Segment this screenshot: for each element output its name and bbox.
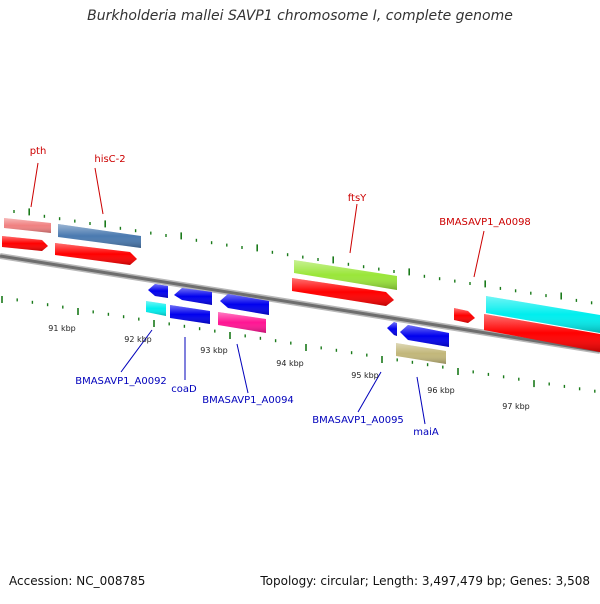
feature-a0095-cds[interactable] bbox=[387, 322, 397, 336]
ruler-label-95kbp: 95 kbp bbox=[351, 371, 379, 380]
gene-label-a0098[interactable]: BMASAVP1_A0098 bbox=[439, 217, 531, 228]
gene-label-hisC2[interactable]: hisC-2 bbox=[94, 154, 125, 165]
feature-a0098-gene[interactable] bbox=[486, 296, 600, 333]
feature-pth-cds[interactable] bbox=[2, 236, 48, 251]
gene-label-a0092[interactable]: BMASAVP1_A0092 bbox=[75, 376, 167, 387]
gene-label-pth[interactable]: pth bbox=[30, 146, 47, 157]
feature-maiA-cds[interactable] bbox=[400, 325, 449, 347]
feature-ftsY-gene[interactable] bbox=[294, 260, 397, 290]
feature-small-forward-cds[interactable] bbox=[454, 308, 475, 323]
feature-a0098-cds[interactable] bbox=[484, 314, 600, 352]
feature-coaD-cds[interactable] bbox=[174, 288, 212, 305]
chromosome-backbone bbox=[0, 253, 600, 354]
feature-pth-trna[interactable] bbox=[4, 218, 51, 233]
feature-a0092-gene[interactable] bbox=[146, 301, 166, 316]
gene-label-ftsY[interactable]: ftsY bbox=[348, 193, 367, 204]
summary-text: Topology: circular; Length: 3,497,479 bp… bbox=[260, 574, 590, 588]
ruler-label-93kbp: 93 kbp bbox=[200, 346, 228, 355]
map-title: Burkholderia mallei SAVP1 chromosome I, … bbox=[87, 8, 513, 24]
accession-text: Accession: NC_008785 bbox=[9, 574, 146, 588]
label-leader-lines bbox=[30, 162, 485, 425]
ruler-label-97kbp: 97 kbp bbox=[502, 402, 530, 411]
tick-row-reverse bbox=[1, 296, 596, 393]
ruler-label-96kbp: 96 kbp bbox=[427, 386, 455, 395]
feature-a0094-gene[interactable] bbox=[218, 312, 266, 333]
gene-label-maiA[interactable]: maiA bbox=[413, 427, 439, 438]
feature-maiA-gene[interactable] bbox=[396, 343, 446, 364]
tick-row-forward bbox=[13, 208, 593, 305]
feature-a0094-cds[interactable] bbox=[220, 294, 269, 315]
feature-ftsY-cds[interactable] bbox=[292, 278, 394, 306]
gene-label-coaD[interactable]: coaD bbox=[171, 384, 197, 395]
ruler-label-91kbp: 91 kbp bbox=[48, 324, 76, 333]
ruler-label-92kbp: 92 kbp bbox=[124, 335, 152, 344]
feature-a0092-cds[interactable] bbox=[148, 284, 168, 298]
feature-hisC2-gene[interactable] bbox=[58, 224, 141, 248]
feature-hisC2-cds[interactable] bbox=[55, 243, 137, 265]
gene-label-a0094[interactable]: BMASAVP1_A0094 bbox=[202, 395, 294, 406]
ruler-label-94kbp: 94 kbp bbox=[276, 359, 304, 368]
feature-coaD-gene[interactable] bbox=[170, 305, 210, 324]
gene-label-a0095[interactable]: BMASAVP1_A0095 bbox=[312, 415, 404, 426]
